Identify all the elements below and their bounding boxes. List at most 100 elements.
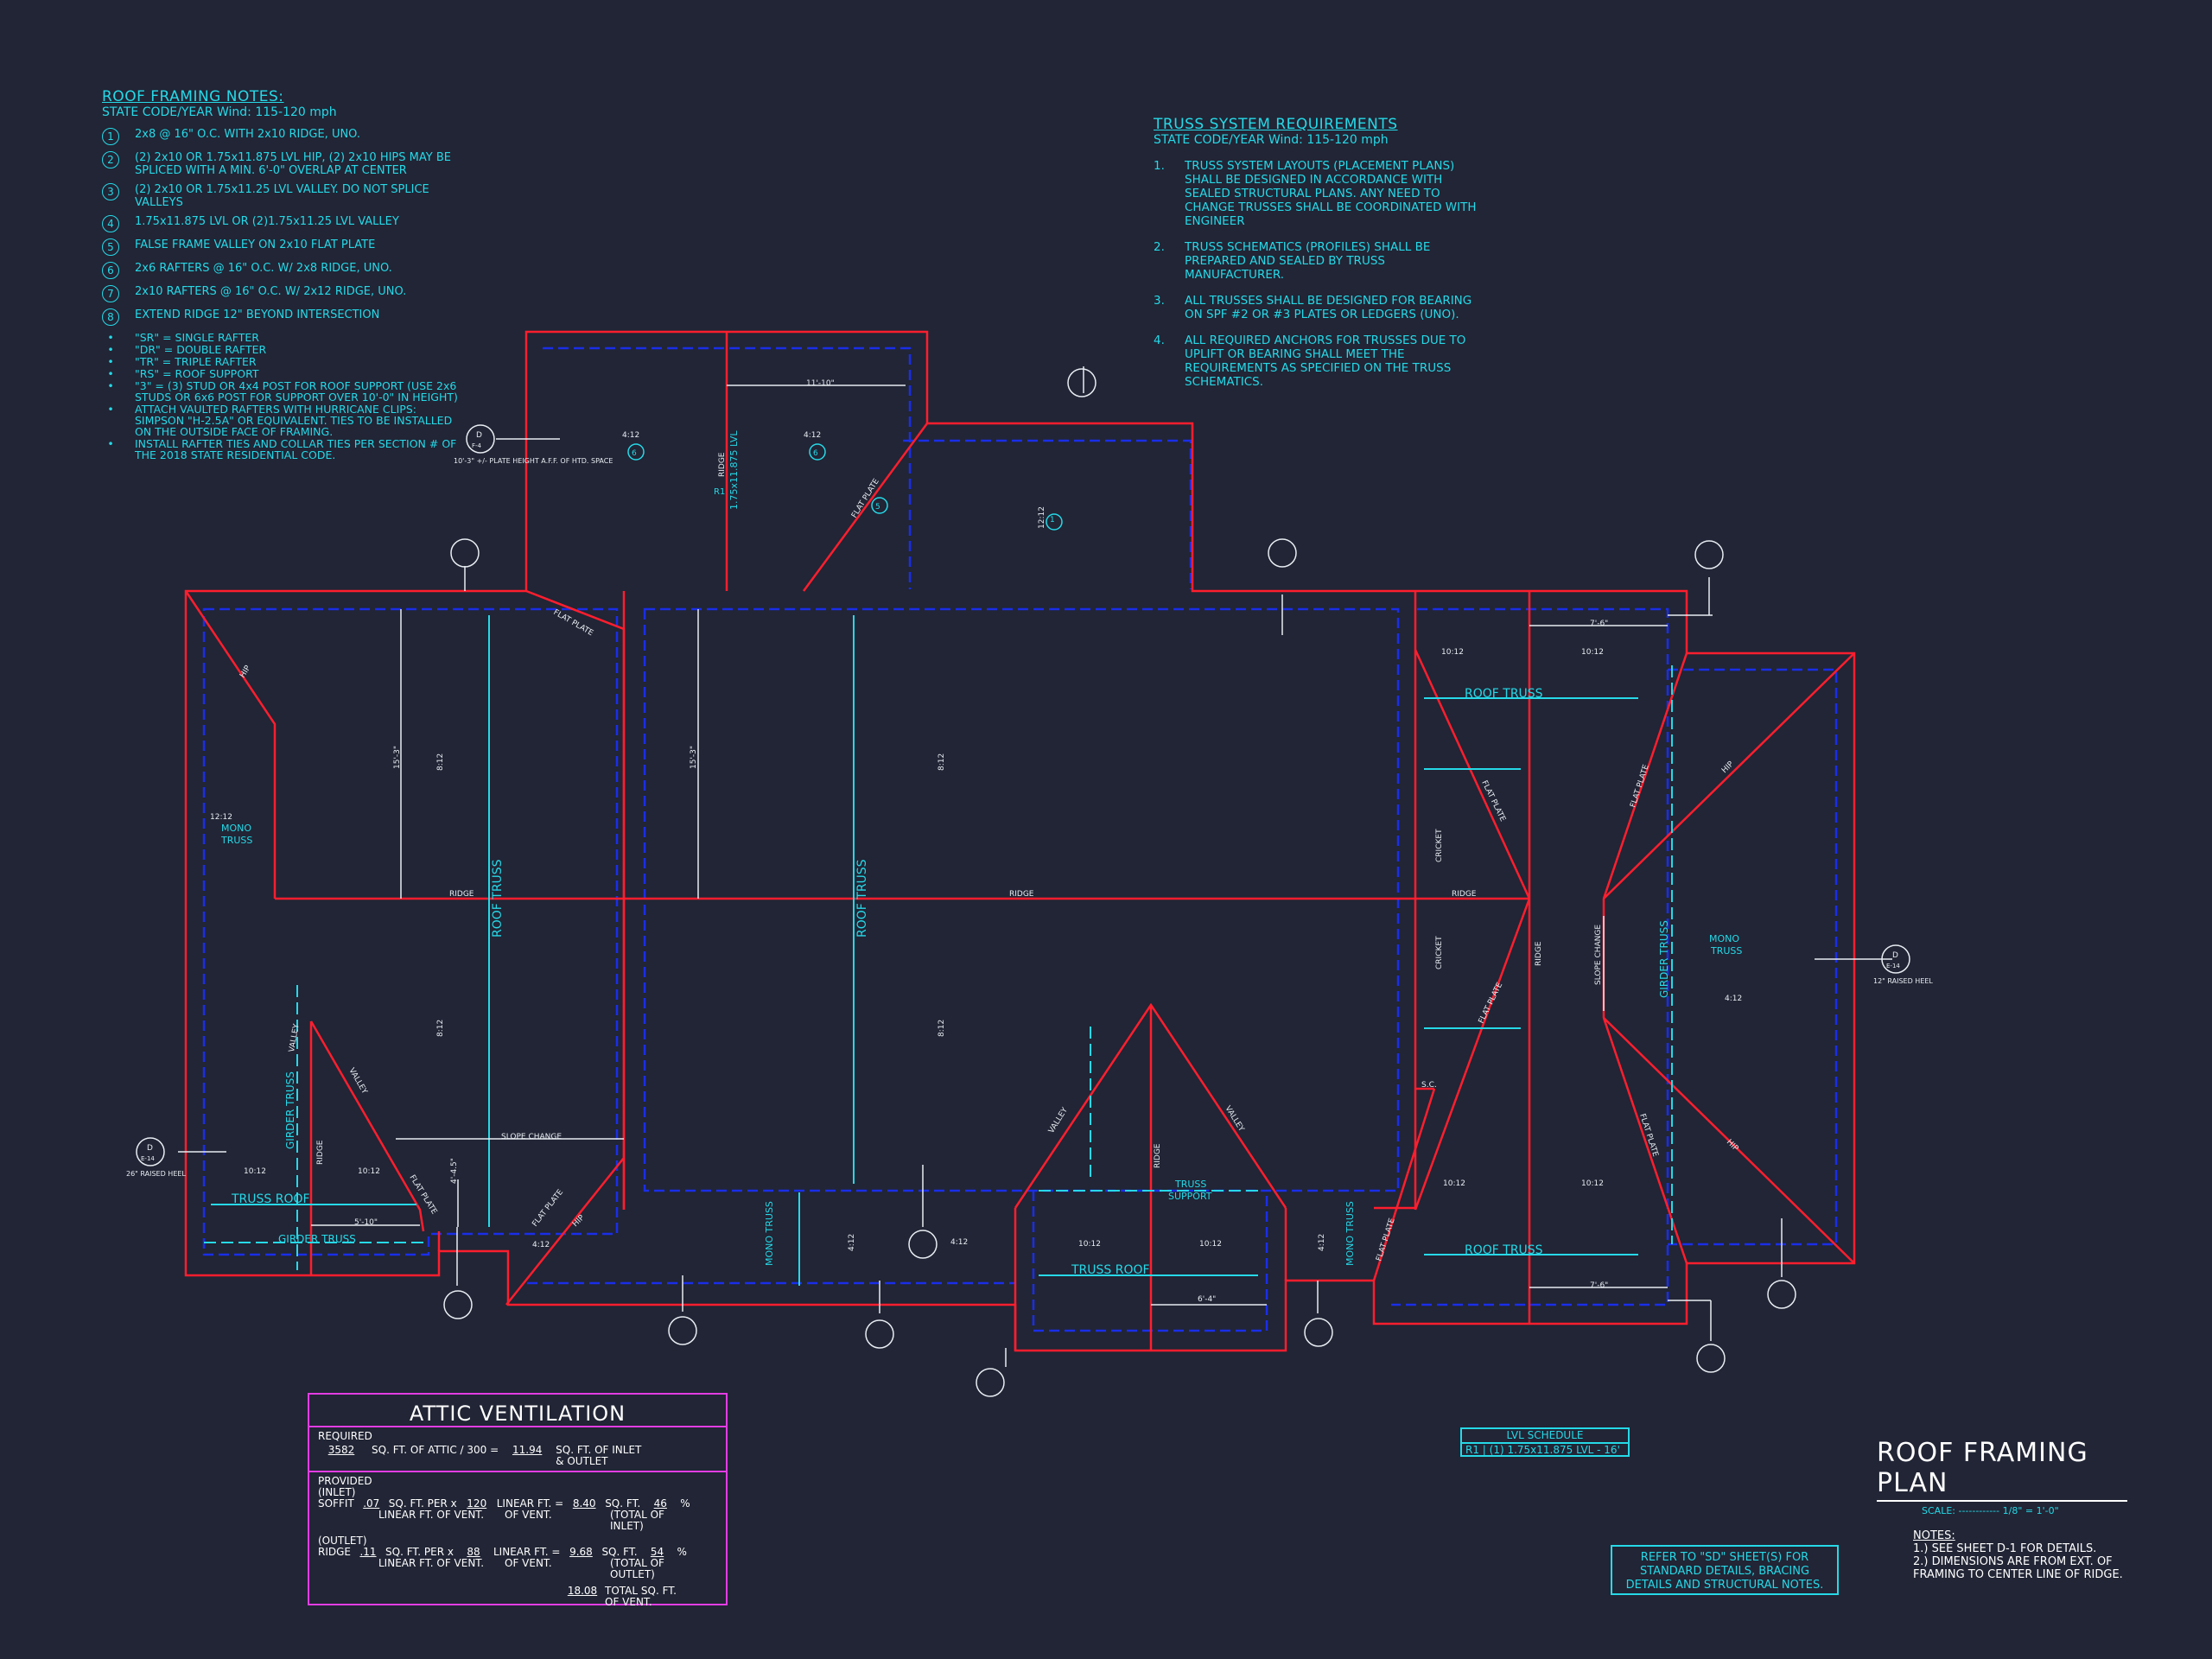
plan-scale: SCALE: ------------ 1/8" = 1'-0" bbox=[1877, 1505, 2127, 1516]
flat-plate-right-top bbox=[1414, 649, 1531, 899]
vent-provided-section: PROVIDED (INLET) SOFFIT .07 SQ. FT. PER … bbox=[309, 1472, 726, 1611]
framing-note-text: EXTEND RIDGE 12" BEYOND INTERSECTION bbox=[135, 308, 380, 321]
pitch-8-12-1: 8:12 bbox=[436, 753, 445, 771]
truss-requirement-item: 2.TRUSS SCHEMATICS (PROFILES) SHALL BE P… bbox=[1154, 240, 1482, 282]
framing-note-text: FALSE FRAME VALLEY ON 2x10 FLAT PLATE bbox=[135, 238, 376, 251]
callout-left-sheet: E-14 bbox=[141, 1155, 155, 1162]
framing-note-number: 1 bbox=[102, 128, 119, 145]
dim-15-3-label-center: 15'-3" bbox=[690, 746, 698, 769]
ridge-total-outlet: (TOTAL OF OUTLET) bbox=[610, 1557, 664, 1580]
flat-plate-label-right-2: FLAT PLATE bbox=[1478, 981, 1505, 1025]
ridge-percent: 54 bbox=[650, 1546, 664, 1558]
plan-note-item: 1.) SEE SHEET D-1 FOR DETAILS. bbox=[1913, 1542, 2097, 1555]
girder-truss-label-right: GIRDER TRUSS bbox=[1658, 920, 1670, 998]
framing-note-bullet: •ATTACH VAULTED RAFTERS WITH HURRICANE C… bbox=[102, 404, 465, 437]
mono-label-left: MONO bbox=[221, 823, 251, 834]
flat-plate-diag bbox=[802, 423, 929, 592]
callout-f4-d: D bbox=[476, 431, 482, 440]
lvl-schedule: LVL SCHEDULE R1 | (1) 1.75x11.875 LVL - … bbox=[1460, 1427, 1630, 1457]
callout-note-6-right bbox=[809, 443, 826, 461]
framing-note-text: 2x8 @ 16" O.C. WITH 2x10 RIDGE, UNO. bbox=[135, 128, 361, 141]
pitch-label-10: 10:12 bbox=[1581, 1179, 1604, 1188]
framing-note-text: 1.75x11.875 LVL OR (2)1.75x11.25 LVL VAL… bbox=[135, 215, 399, 228]
soffit-linear-eq: LINEAR FT. = bbox=[496, 1497, 564, 1510]
note-6-tag-left: 6 bbox=[632, 449, 637, 458]
lvl-note-upper: 1.75x11.875 LVL bbox=[728, 430, 740, 510]
framing-notes-title: ROOF FRAMING NOTES: bbox=[102, 88, 284, 105]
callout-26-left bbox=[136, 1137, 165, 1166]
dim-7-6-label-top: 7'-6" bbox=[1590, 620, 1608, 628]
bullet-dot: • bbox=[107, 367, 114, 380]
soffit-total-inlet: (TOTAL OF INLET) bbox=[610, 1509, 664, 1532]
note-1-tag: 1 bbox=[1050, 516, 1055, 524]
soffit-percent: 46 bbox=[653, 1497, 667, 1510]
bullet-dot: • bbox=[107, 331, 114, 344]
total-value: 18.08 bbox=[567, 1585, 598, 1597]
framing-note-text: 2x10 RAFTERS @ 16" O.C. W/ 2x12 RIDGE, U… bbox=[135, 285, 407, 298]
callout-26-bot bbox=[1696, 1344, 1726, 1373]
refer-sd-note: REFER TO "SD" SHEET(S) FOR STANDARD DETA… bbox=[1611, 1545, 1839, 1595]
ridge-row: RIDGE .11 SQ. FT. PER x 88 LINEAR FT. = … bbox=[318, 1547, 717, 1558]
ridge-linear-of-vent: LINEAR FT. OF VENT. bbox=[378, 1557, 485, 1569]
truss-lines bbox=[204, 615, 1673, 1286]
pitch-front-1: 4:12 bbox=[848, 1234, 856, 1251]
bullet-dot: • bbox=[107, 355, 114, 368]
total-text: TOTAL SQ. FT. OF VENT. bbox=[605, 1585, 677, 1608]
cricket-label-2: CRICKET bbox=[1435, 936, 1444, 969]
bullet-text: INSTALL RAFTER TIES AND COLLAR TIES PER … bbox=[135, 437, 457, 461]
hip-left bbox=[184, 590, 276, 899]
truss-requirement-item: 3.ALL TRUSSES SHALL BE DESIGNED FOR BEAR… bbox=[1154, 294, 1482, 321]
girder-truss-label-left: GIRDER TRUSS bbox=[278, 1233, 356, 1245]
plan-notes-title: NOTES: bbox=[1913, 1529, 1955, 1542]
framing-notes-subtitle: STATE CODE/YEAR Wind: 115-120 mph bbox=[102, 105, 337, 119]
bullet-dot: • bbox=[107, 379, 114, 392]
plan-notes-list: 1.) SEE SHEET D-1 FOR DETAILS.2.) DIMENS… bbox=[1913, 1542, 2138, 1581]
flat-plate-right-bottom bbox=[1414, 898, 1531, 1211]
framing-note-item: 2(2) 2x10 OR 1.75x11.875 LVL HIP, (2) 2x… bbox=[102, 151, 465, 177]
flat-plate-front-left bbox=[505, 1157, 625, 1306]
dim-5-10-label: 5'-10" bbox=[354, 1218, 378, 1227]
truss-roof-label-left: TRUSS ROOF bbox=[231, 1192, 310, 1206]
hip-label-front-left: HIP bbox=[571, 1213, 587, 1229]
ridge-sqft-label: SQ. FT. bbox=[601, 1546, 638, 1558]
pitch-label-4: 4:12 bbox=[532, 1241, 550, 1249]
framing-note-text: (2) 2x10 OR 1.75x11.25 LVL VALLEY. DO NO… bbox=[135, 183, 429, 209]
bullet-text: "3" = (3) STUD OR 4x4 POST FOR ROOF SUPP… bbox=[135, 379, 458, 404]
callout-9 bbox=[668, 1316, 697, 1345]
truss-requirement-number: 3. bbox=[1154, 294, 1165, 308]
callout-note-1 bbox=[1046, 513, 1063, 531]
pitch-label-8: 10:12 bbox=[1199, 1240, 1222, 1249]
outlet-label: (OUTLET) bbox=[318, 1535, 367, 1547]
pitch-8-12-3: 8:12 bbox=[938, 753, 946, 771]
ridge-value: .11 bbox=[359, 1546, 377, 1558]
lvl-schedule-row: R1 | (1) 1.75x11.875 LVL - 16' bbox=[1465, 1444, 1620, 1456]
provided-label: PROVIDED bbox=[318, 1475, 372, 1487]
framing-note-number: 6 bbox=[102, 262, 119, 279]
pitch-label-6: 10:12 bbox=[358, 1167, 380, 1176]
r1-tag: R1 bbox=[714, 487, 725, 497]
truss-label-right: TRUSS bbox=[1710, 945, 1742, 957]
dim-6-4-label: 6'-4" bbox=[1198, 1295, 1216, 1304]
pitch-front-2: 4:12 bbox=[1318, 1234, 1326, 1251]
truss-support-label-1: TRUSS bbox=[1174, 1179, 1206, 1190]
pitch-label-3: 4:12 bbox=[1725, 995, 1742, 1003]
callout-note-5 bbox=[871, 497, 888, 514]
ridge-label-left-vert: RIDGE bbox=[316, 1140, 325, 1165]
slope-change-label: SLOPE CHANGE bbox=[501, 1133, 562, 1141]
total-row: 18.08 TOTAL SQ. FT. OF VENT. bbox=[565, 1586, 717, 1608]
pitch-8-12-4: 8:12 bbox=[938, 1020, 946, 1037]
soffit-sqft-per: SQ. FT. PER x bbox=[388, 1497, 457, 1510]
wall-right-wing bbox=[1668, 668, 1838, 1246]
truss-requirement-item: 1.TRUSS SYSTEM LAYOUTS (PLACEMENT PLANS)… bbox=[1154, 159, 1482, 228]
callout-mono-heel bbox=[1881, 944, 1910, 974]
framing-note-bullet: •"RS" = ROOF SUPPORT bbox=[102, 368, 465, 379]
framing-note-item: 3(2) 2x10 OR 1.75x11.25 LVL VALLEY. DO N… bbox=[102, 183, 465, 209]
roof-outline bbox=[184, 330, 1856, 1352]
callout-3 bbox=[443, 1290, 473, 1319]
required-label: REQUIRED bbox=[318, 1430, 372, 1442]
callout-f4 bbox=[466, 424, 495, 454]
mono-truss-front-right-label: MONO TRUSS bbox=[1344, 1201, 1356, 1266]
callout-16-left bbox=[450, 538, 480, 568]
